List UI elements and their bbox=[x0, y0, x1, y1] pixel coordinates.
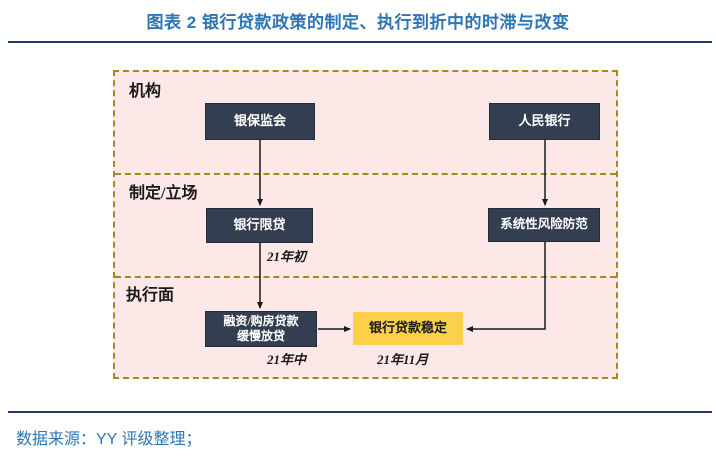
date-label-mid-2021: 21年中 bbox=[267, 352, 307, 367]
row-separator-institutions-formulation bbox=[115, 173, 616, 175]
section-label-institutions: 机构 bbox=[129, 83, 162, 100]
data-source-text: 数据来源：YY 评级整理； bbox=[16, 431, 202, 448]
arrow-systemic-risk-to-loan-stable bbox=[466, 242, 546, 332]
title-divider-line bbox=[8, 41, 712, 43]
diagram-frame: 机构 制定/立场 执行面 银保监会 人民银行 银行限贷 系统性风险 bbox=[113, 70, 618, 379]
flow-arrows bbox=[257, 140, 548, 332]
source-divider-line bbox=[8, 411, 712, 413]
node-pboc: 人民银行 bbox=[489, 103, 600, 140]
node-systemic-risk-prevention: 系统性风险防范 bbox=[488, 208, 600, 242]
node-systemic-risk-prevention-label: 系统性风险防范 bbox=[500, 217, 588, 232]
node-cbirc-label: 银保监会 bbox=[233, 113, 286, 129]
section-label-execution: 执行面 bbox=[126, 287, 175, 304]
node-cbirc: 银保监会 bbox=[205, 103, 315, 140]
node-bank-loans-stable-label: 银行贷款稳定 bbox=[368, 320, 447, 336]
node-slow-lending: 融资/购房贷款 缓慢放贷 bbox=[205, 311, 317, 347]
row-separator-formulation-execution bbox=[115, 276, 616, 278]
node-slow-lending-label-line2: 缓慢放贷 bbox=[236, 329, 285, 343]
node-bank-loans-stable: 银行贷款稳定 bbox=[353, 312, 463, 345]
section-label-formulation: 制定/立场 bbox=[129, 185, 198, 202]
node-slow-lending-label-line1: 融资/购房贷款 bbox=[223, 314, 299, 328]
node-bank-loan-limit: 银行限贷 bbox=[206, 208, 313, 243]
node-bank-loan-limit-label: 银行限贷 bbox=[233, 217, 286, 233]
date-label-nov-2021: 21年11月 bbox=[377, 352, 429, 367]
figure-title: 图表 2 银行贷款政策的制定、执行到折中的时滞与改变 bbox=[146, 13, 570, 32]
date-label-early-2021: 21年初 bbox=[267, 249, 307, 264]
node-pboc-label: 人民银行 bbox=[518, 113, 571, 129]
